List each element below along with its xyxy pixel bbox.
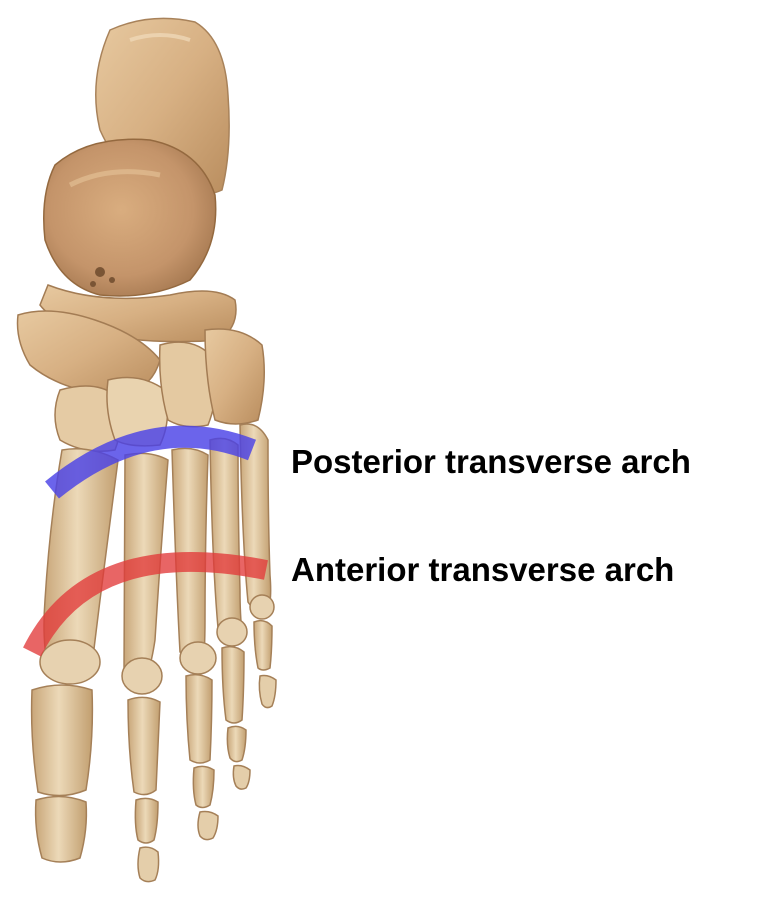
talus-bone [43, 138, 217, 297]
phalanx-bones [30, 619, 277, 883]
posterior-transverse-arch-label: Posterior transverse arch [291, 443, 691, 480]
metatarsal-heads [39, 594, 275, 695]
anterior-transverse-arch-band [23, 551, 268, 657]
posterior-transverse-arch-band [45, 425, 257, 499]
cuboid-bone [204, 328, 265, 425]
anterior-transverse-arch-label: Anterior transverse arch [291, 551, 675, 588]
